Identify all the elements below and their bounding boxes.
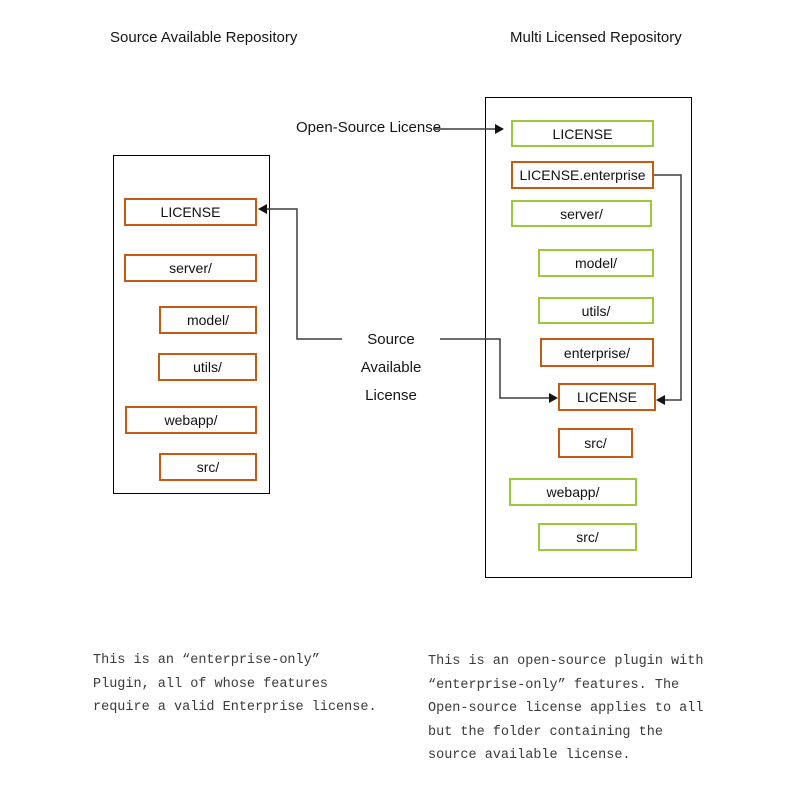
right-repo-note: This is an open-source plugin with “ente…	[428, 650, 703, 768]
right-folder-webapp: webapp/	[509, 478, 637, 506]
open-source-license-label: Open-Source License	[296, 119, 442, 136]
right-repo-note-line5: source available license.	[428, 748, 631, 763]
left-folder-utils: utils/	[158, 353, 257, 381]
right-folder-src: src/	[538, 523, 637, 551]
right-file-license-open: LICENSE	[511, 120, 654, 147]
right-folder-enterprise: enterprise/	[540, 338, 654, 367]
source-available-license-label-line2: License	[365, 387, 417, 404]
right-repo-note-line1: This is an open-source plugin with	[428, 654, 704, 669]
left-file-license: LICENSE	[124, 198, 257, 226]
left-folder-server: server/	[124, 254, 257, 282]
right-folder-model: model/	[538, 249, 654, 277]
right-folder-server: server/	[511, 200, 652, 227]
source-available-license-label-line1: Source Available	[360, 331, 422, 376]
right-file-license-enterprise: LICENSE.enterprise	[511, 161, 654, 189]
left-repo-title: Source Available Repository	[110, 29, 298, 46]
right-repo-title: Multi Licensed Repository	[510, 29, 682, 46]
left-folder-model: model/	[159, 306, 257, 334]
right-folder-src-enterprise: src/	[558, 428, 633, 458]
right-repo-container	[485, 97, 692, 578]
source-available-left-arrow	[258, 204, 342, 340]
left-repo-note-line3: require a valid Enterprise license.	[93, 700, 377, 715]
left-folder-src: src/	[159, 453, 257, 481]
source-available-license-label: Source Available License	[337, 326, 445, 410]
right-folder-utils: utils/	[538, 297, 654, 324]
left-repo-note-line1: This is an “enterprise-only”	[93, 653, 320, 668]
right-repo-note-line3: Open-source license applies to all	[428, 701, 704, 716]
right-file-license-sourceavailable: LICENSE	[558, 383, 656, 411]
left-folder-webapp: webapp/	[125, 406, 257, 434]
right-repo-note-line2: “enterprise-only” features. The	[428, 677, 680, 693]
left-repo-note: This is an “enterprise-only” Plugin, all…	[93, 649, 377, 720]
left-repo-note-line2: Plugin, all of whose features	[93, 676, 328, 692]
right-repo-note-line4: but the folder containing the	[428, 724, 663, 740]
